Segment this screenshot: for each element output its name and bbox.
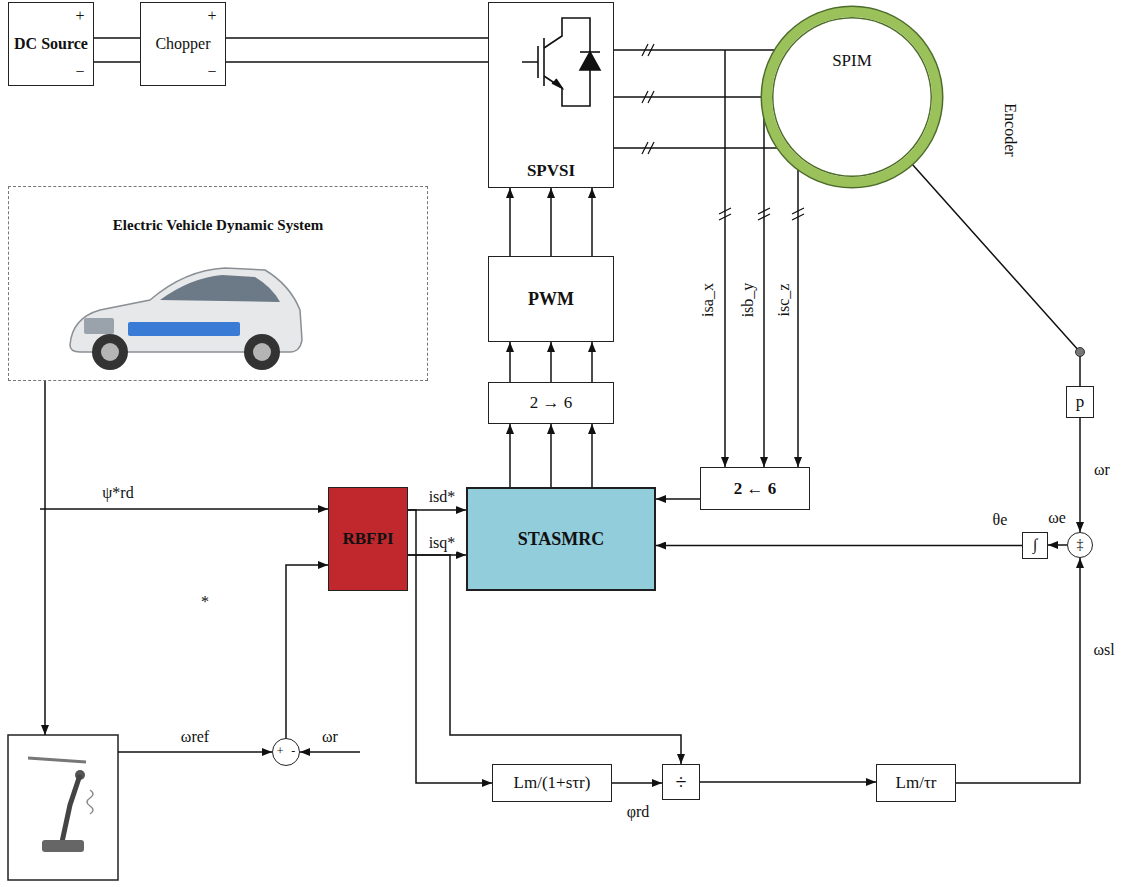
encoder-dot (1076, 348, 1085, 357)
polarity-sign: − (74, 63, 85, 81)
signal-name: isq* (428, 534, 457, 552)
pedal-illustration (8, 735, 118, 880)
polarity-sign: + (74, 7, 85, 25)
node-label: p (1076, 392, 1085, 412)
difference-junction: +- (272, 738, 300, 766)
igbt-symbol (522, 18, 600, 106)
polarity-sign: − (206, 63, 217, 81)
flux-model-box: Lm/(1+sτr) (492, 764, 612, 802)
connector (614, 49, 775, 51)
connector (656, 498, 700, 500)
signal-name: ωe (1047, 509, 1067, 527)
inverter-box: SPVSI (488, 2, 614, 188)
sum-junction: ‡ (1067, 532, 1093, 558)
connector (226, 61, 488, 63)
connector (550, 188, 552, 256)
car-illustration (70, 268, 302, 370)
signal-name: isb_y (739, 282, 757, 319)
connector (1048, 544, 1067, 546)
divider-box: ÷ (662, 764, 700, 800)
speed-controller-box: RBFPI (328, 487, 408, 591)
connector (614, 96, 762, 98)
connector (1079, 418, 1081, 532)
controller-box: STASMRC (466, 487, 656, 591)
signal-name: ωref (180, 728, 210, 746)
signal-name: ωsl (1092, 641, 1115, 659)
node-label: DC Source (14, 35, 88, 53)
node-label: Chopper (155, 35, 210, 53)
connector (509, 188, 511, 256)
signal-wires (40, 381, 360, 752)
signal-name: isc_z (775, 283, 793, 318)
note-mark: * (200, 593, 210, 611)
connector (94, 61, 140, 63)
integrator-box: ∫ (1022, 532, 1048, 559)
connector (509, 342, 511, 382)
connector (226, 37, 488, 39)
signal-name: isa_x (699, 282, 717, 318)
node-label: Lm/τr (896, 773, 937, 793)
node-label: Lm/(1+sτr) (514, 773, 591, 793)
connector (550, 424, 552, 487)
connector (612, 782, 662, 784)
connector (614, 147, 778, 149)
connector (286, 565, 328, 738)
signal-name: isd* (428, 488, 457, 506)
connector (956, 558, 1080, 783)
node-label: ÷ (676, 771, 687, 794)
signal-name: ωr (321, 728, 339, 746)
connector (591, 342, 593, 382)
signal-name: φrd (626, 803, 651, 821)
node-label: ∫ (1033, 536, 1037, 554)
connector (656, 545, 1022, 547)
node-label: PWM (528, 289, 574, 310)
node-label: Electric Vehicle Dynamic System (113, 217, 323, 234)
motor-circle: SPIM (762, 7, 942, 187)
signal-name: ωr (1093, 461, 1111, 479)
node-label: + (277, 745, 284, 759)
node-label: - (291, 745, 295, 759)
node-label: STASMRC (518, 529, 605, 550)
node-label: ‡ (1077, 537, 1084, 553)
node-label: RBFPI (343, 529, 394, 549)
node-label: SPIM (832, 51, 872, 71)
node-label: SPVSI (527, 161, 575, 181)
connector (509, 424, 511, 487)
node-label: 2 → 6 (530, 393, 573, 413)
slip-gain-box: Lm/τr (876, 764, 956, 802)
sensor-name: Encoder (1001, 102, 1019, 157)
signal-name: ψ*rd (101, 484, 134, 502)
connector (912, 164, 1080, 386)
node-label: 2 ← 6 (734, 479, 777, 499)
transform-box: 2 ← 6 (700, 467, 810, 510)
signal-name: θe (992, 511, 1009, 529)
transform-box: 2 → 6 (488, 382, 614, 424)
connector (550, 342, 552, 382)
pwm-box: PWM (488, 256, 614, 342)
connector (591, 188, 593, 256)
connector (700, 781, 876, 783)
connector (94, 37, 140, 39)
connector (591, 424, 593, 487)
vehicle-panel: Electric Vehicle Dynamic System (8, 186, 428, 381)
polarity-sign: + (206, 7, 217, 25)
gain-box: p (1066, 386, 1094, 418)
